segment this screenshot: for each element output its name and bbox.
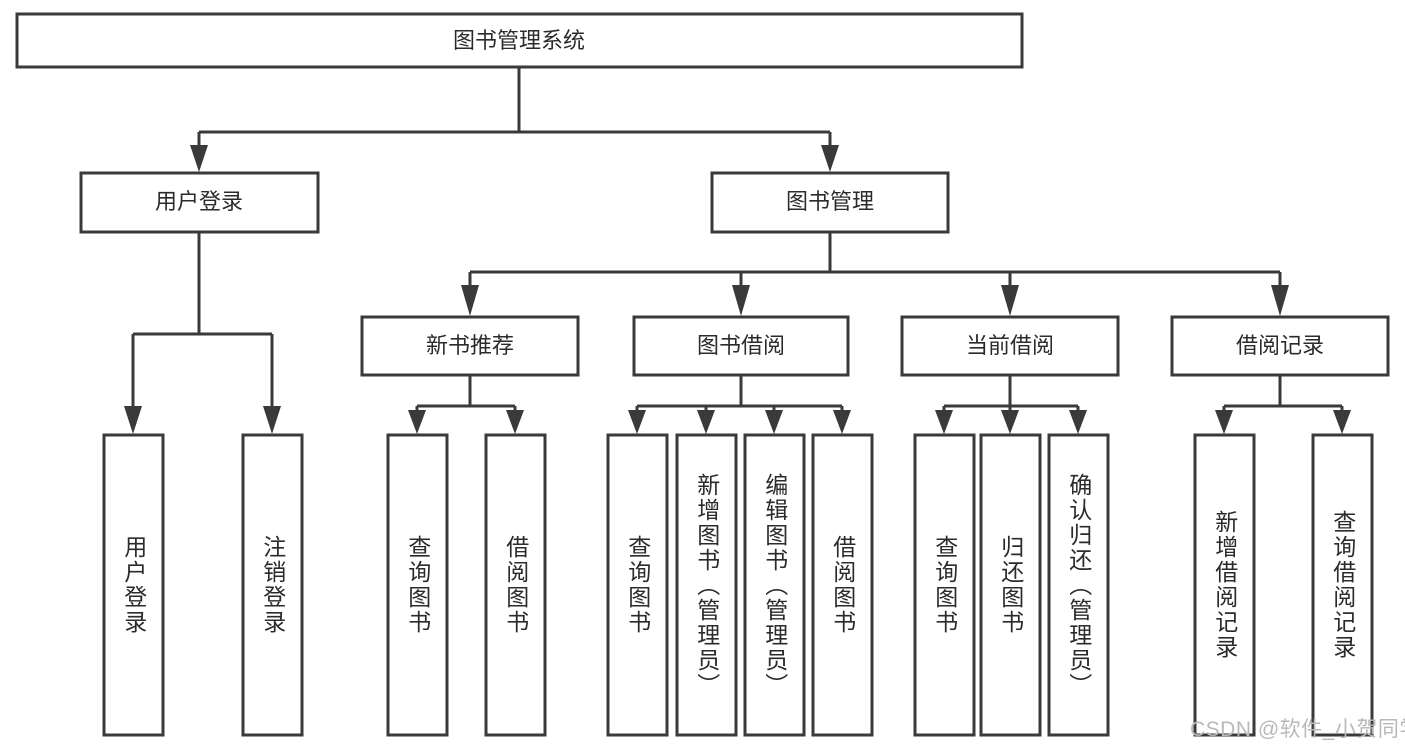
node-label-book-borrow: 图书借阅 — [697, 333, 785, 358]
node-box-leaf-br-query[interactable] — [1311, 433, 1374, 737]
arrow-head-borrowrecord-leaf-1 — [1215, 410, 1233, 434]
arrow-head-bookborrow-leaf-2 — [697, 410, 715, 434]
arrow-head-newbook — [461, 285, 479, 316]
node-box-leaf-bb-add[interactable] — [675, 433, 738, 737]
node-box-leaf-bb-borrow[interactable] — [811, 433, 874, 737]
node-box-borrow-record[interactable] — [1170, 315, 1390, 377]
arrow-head-newbook-leaf-2 — [506, 410, 524, 434]
node-box-root[interactable] — [15, 12, 1024, 69]
node-box-user-login[interactable] — [79, 171, 320, 234]
arrow-head-bookborrow-leaf-3 — [765, 410, 783, 434]
arrow-head-bookborrow — [732, 285, 750, 316]
arrow-head-newbook-leaf-1 — [408, 410, 426, 434]
node-box-new-book-recommend[interactable] — [360, 315, 580, 377]
node-label-new-book-recommend: 新书推荐 — [426, 333, 514, 358]
node-box-leaf-cb-return[interactable] — [979, 433, 1042, 737]
arrow-head-bookmgmt — [821, 145, 839, 172]
node-box-leaf-newbook-query[interactable] — [386, 433, 449, 737]
node-box-leaf-logout[interactable] — [241, 433, 304, 737]
nodes-layer: 图书管理系统 用户登录 图书管理 新书推荐 图书借阅 当前借阅 借阅记录 — [15, 12, 1390, 737]
node-label-user-login: 用户登录 — [155, 189, 243, 214]
node-label-borrow-record: 借阅记录 — [1236, 333, 1324, 358]
node-label-book-management: 图书管理 — [786, 189, 874, 214]
arrow-head-currentborrow-leaf-3 — [1069, 410, 1087, 434]
arrow-head-currentborrow — [1001, 285, 1019, 316]
node-box-leaf-cb-query[interactable] — [913, 433, 976, 737]
arrow-head-borrowrecord — [1271, 285, 1289, 316]
connectors-layer — [124, 67, 1351, 434]
node-box-current-borrow[interactable] — [900, 315, 1120, 377]
arrow-head-bookborrow-leaf-4 — [833, 410, 851, 434]
node-box-leaf-cb-confirm[interactable] — [1047, 433, 1110, 737]
arrow-head-currentborrow-leaf-2 — [1001, 410, 1019, 434]
node-box-leaf-bb-edit[interactable] — [743, 433, 806, 737]
csdn-watermark: CSDN @软件_小贺同学 — [1190, 718, 1405, 741]
node-box-leaf-bb-query[interactable] — [606, 433, 669, 737]
arrow-head-leaf-logout — [263, 406, 281, 434]
arrow-head-borrowrecord-leaf-2 — [1333, 410, 1351, 434]
node-label-current-borrow: 当前借阅 — [966, 333, 1054, 358]
node-box-leaf-user-login[interactable] — [102, 433, 165, 737]
node-box-leaf-br-add[interactable] — [1193, 433, 1256, 737]
arrow-head-leaf-user-login — [124, 406, 142, 434]
arrow-head-userlogin — [190, 145, 208, 172]
arrow-head-bookborrow-leaf-1 — [628, 410, 646, 434]
node-label-root: 图书管理系统 — [453, 28, 585, 53]
node-box-leaf-newbook-borrow[interactable] — [484, 433, 547, 737]
node-box-book-management[interactable] — [710, 171, 950, 234]
arrow-head-currentborrow-leaf-1 — [935, 410, 953, 434]
node-box-book-borrow[interactable] — [632, 315, 850, 377]
